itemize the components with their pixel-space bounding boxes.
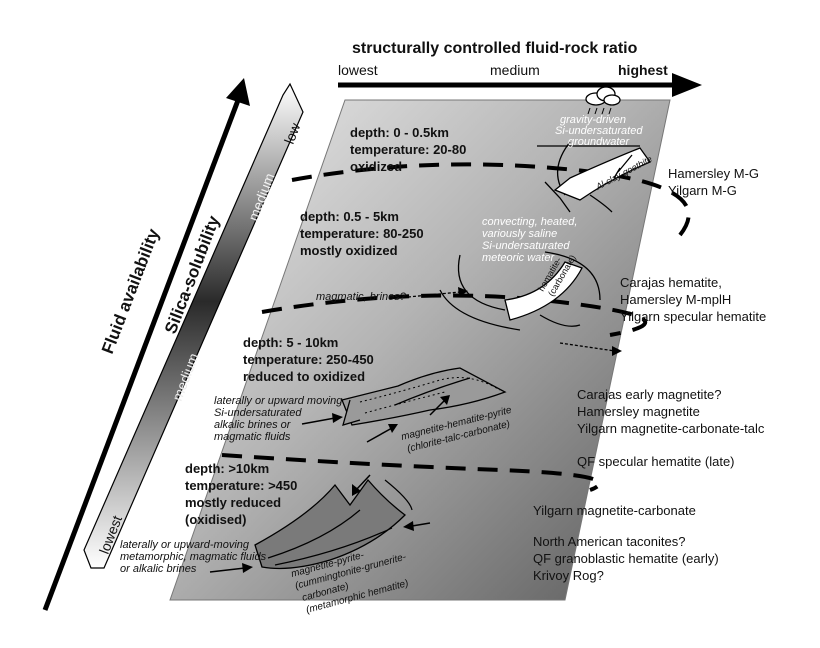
zone-deep: depth: 5 - 10km temperature: 250-450 red… xyxy=(243,335,374,384)
fluid-lateral-mid-line-2: Si-undersaturated xyxy=(214,407,302,419)
fluid-axis-arrowhead xyxy=(226,78,250,106)
zone-1-temperature: temperature: 20-80 xyxy=(350,142,466,157)
deposit-2-3: Yilgarn specular hematite xyxy=(620,309,766,324)
zone-4-state2: (oxidised) xyxy=(185,512,246,527)
zone-1-depth: depth: 0 - 0.5km xyxy=(350,125,449,140)
mid-fold-body xyxy=(341,367,507,426)
zone-intermediate: depth: 0.5 - 5km temperature: 80-250 mos… xyxy=(300,209,424,258)
top-axis-title: structurally controlled fluid-rock ratio xyxy=(352,40,638,57)
hematite-layer xyxy=(504,261,583,321)
deposit-examples: Hamersley M-G Yilgarn M-G Carajas hemati… xyxy=(533,166,766,583)
deposit-6-1: North American taconites? xyxy=(533,534,685,549)
zone-2-temperature: temperature: 80-250 xyxy=(300,226,424,241)
fluid-meteoric-line-3: Si-undersaturated xyxy=(482,240,570,252)
zone-shallow: depth: 0 - 0.5km temperature: 20-80 oxid… xyxy=(350,125,466,174)
boundary-shallow xyxy=(291,162,691,237)
top-axis-highest: highest xyxy=(618,62,668,78)
deposit-5-1: Yilgarn magnetite-carbonate xyxy=(533,503,696,518)
fluid-lateral-deep-line-1: laterally or upward-moving xyxy=(120,539,250,551)
zone-2-depth: depth: 0.5 - 5km xyxy=(300,209,399,224)
deposit-6-2: QF granoblastic hematite (early) xyxy=(533,551,719,566)
zone-3-state: reduced to oxidized xyxy=(243,369,365,384)
fluid-meteoric-line-4: meteoric water xyxy=(482,252,555,264)
deposit-4-1: QF specular hematite (late) xyxy=(577,454,735,469)
boundary-mid xyxy=(261,293,647,337)
zone-2-state: mostly oxidized xyxy=(300,243,398,258)
deposit-3-2: Hamersley magnetite xyxy=(577,404,700,419)
top-axis-lowest: lowest xyxy=(338,62,378,78)
deposit-1-1: Hamersley M-G xyxy=(668,166,759,181)
zone-4-state: mostly reduced xyxy=(185,495,281,510)
deposit-3-3: Yilgarn magnetite-carbonate-talc xyxy=(577,421,765,436)
fluid-lateral-deep-line-3: or alkalic brines xyxy=(120,563,197,575)
zone-3-temperature: temperature: 250-450 xyxy=(243,352,374,367)
fluid-lateral-mid-line-3: alkalic brines or xyxy=(214,419,292,431)
meteoric-orebody: convecting, heated, variously saline Si-… xyxy=(316,216,622,356)
fluid-surface-line-2: Si-undersaturated xyxy=(555,125,643,137)
boundary-deep xyxy=(221,453,602,492)
fluid-lateral-mid-line-1: laterally or upward moving xyxy=(214,395,343,407)
zone-very-deep: depth: >10km temperature: >450 mostly re… xyxy=(185,461,297,527)
deposit-1-2: Yilgarn M-G xyxy=(668,183,737,198)
silica-scale-bar xyxy=(83,82,304,569)
deep-fold-body xyxy=(254,478,406,570)
zone-4-depth: depth: >10km xyxy=(185,461,269,476)
top-axis: structurally controlled fluid-rock ratio… xyxy=(338,40,702,97)
deposit-6-3: Krivoy Rog? xyxy=(533,568,604,583)
deposit-3-1: Carajas early magnetite? xyxy=(577,387,722,402)
fluid-meteoric-line-2: variously saline xyxy=(482,228,557,240)
fluid-surface-line-1: gravity-driven xyxy=(560,114,626,126)
deposit-2-2: Hamersley M-mplH xyxy=(620,292,731,307)
fluid-axis-label: Fluid availability xyxy=(98,226,163,357)
zone-1-state: oxidized xyxy=(350,159,402,174)
fluid-lateral-mid-line-4: magmatic fluids xyxy=(214,431,291,443)
zone-boundaries xyxy=(221,162,691,492)
crust-panel xyxy=(169,99,671,601)
fluid-surface-line-3: groundwater xyxy=(568,136,630,148)
fluid-magmatic-brines: magmatic, brines? xyxy=(316,291,407,303)
silica-scale-low: low xyxy=(281,120,304,146)
mid-orebody: laterally or upward moving Si-undersatur… xyxy=(214,367,513,455)
top-axis-arrowhead xyxy=(672,73,702,97)
fluid-meteoric-line-1: convecting, heated, xyxy=(482,216,577,228)
zone-4-temperature: temperature: >450 xyxy=(185,478,297,493)
rain-cloud-icon xyxy=(585,86,621,115)
top-axis-medium: medium xyxy=(490,62,540,78)
zone-3-depth: depth: 5 - 10km xyxy=(243,335,338,350)
fluid-lateral-deep-line-2: metamorphic, magmatic fluids xyxy=(120,551,267,563)
deposit-2-1: Carajas hematite, xyxy=(620,275,722,290)
